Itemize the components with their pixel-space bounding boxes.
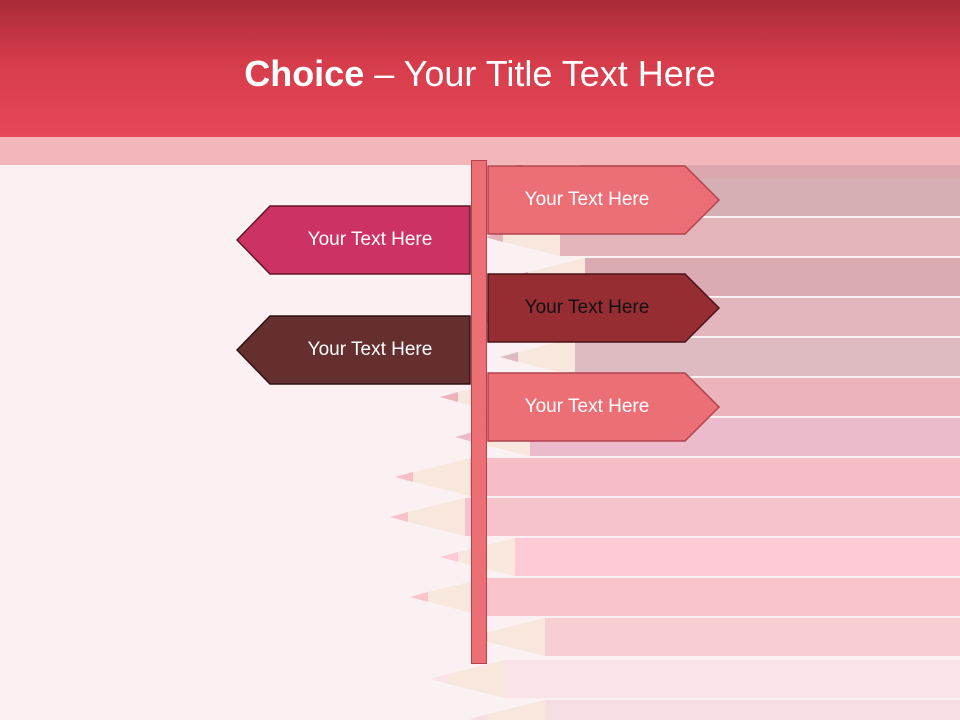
sign-label: Your Text Here — [307, 229, 433, 250]
pencil-body — [470, 458, 960, 496]
pencil-lead — [455, 432, 473, 442]
left-arrow-shape — [236, 315, 471, 385]
pencil-wood — [413, 458, 470, 496]
pencil-wood — [518, 338, 575, 376]
pencil-lead — [440, 552, 458, 562]
pencil-wood — [408, 498, 465, 536]
title-bar: Choice – Your Title Text Here — [0, 0, 960, 137]
sign-left-2[interactable]: Your Text Here — [236, 315, 471, 385]
pencil-body — [575, 338, 960, 376]
sign-label: Your Text Here — [524, 189, 650, 210]
sign-right-1[interactable]: Your Text Here — [487, 165, 721, 235]
pencil-wood — [448, 660, 505, 698]
pencil-wood — [488, 618, 545, 656]
sign-label: Your Text Here — [307, 339, 433, 360]
sign-label: Your Text Here — [524, 396, 650, 417]
title-bold: Choice — [244, 53, 365, 94]
right-arrow-shape — [487, 165, 721, 235]
pencil-lead — [410, 592, 428, 602]
slide-title: Choice – Your Title Text Here — [0, 50, 960, 98]
pencil-lead — [470, 714, 488, 720]
pencil-wood — [488, 700, 545, 720]
sign-left-1[interactable]: Your Text Here — [236, 205, 471, 275]
signpost-pole — [471, 160, 487, 664]
pencil-lead — [440, 392, 458, 402]
pencil-body — [465, 498, 960, 536]
right-arrow-shape — [487, 372, 721, 442]
sign-right-2[interactable]: Your Text Here — [487, 273, 721, 343]
left-arrow-shape — [236, 205, 471, 275]
right-arrow-shape — [487, 273, 721, 343]
pencil-body — [515, 538, 960, 576]
sign-right-3[interactable]: Your Text Here — [487, 372, 721, 442]
title-rest: – Your Title Text Here — [364, 53, 716, 94]
pencil-lead — [500, 352, 518, 362]
sign-label: Your Text Here — [524, 297, 650, 318]
pencil-lead — [395, 472, 413, 482]
pencil-wood — [428, 578, 485, 616]
pencil-body — [505, 660, 960, 698]
pencil-body — [545, 700, 960, 720]
pencil-lead — [390, 512, 408, 522]
pencil-body — [485, 578, 960, 616]
pencil-lead — [430, 674, 448, 684]
pencil-body — [545, 618, 960, 656]
